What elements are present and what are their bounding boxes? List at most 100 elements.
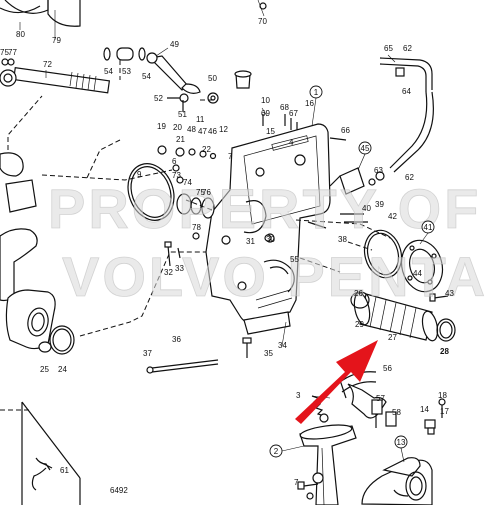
part-label: 26: [354, 289, 363, 298]
part-label: 6: [172, 157, 177, 166]
part-label: 48: [187, 125, 196, 134]
part-label: 65: [384, 44, 393, 53]
red-arrow-indicator: [295, 340, 378, 424]
part-label: 39: [375, 200, 384, 209]
small-hardware-19-48: [157, 145, 217, 184]
part-label: 44: [413, 269, 422, 278]
part-label: 36: [172, 335, 181, 344]
part-label: 43: [445, 289, 454, 298]
part-label: 50: [208, 74, 217, 83]
part-label: 40: [362, 204, 371, 213]
part-label: 64: [402, 87, 411, 96]
tube-part-55: [263, 259, 295, 293]
part-label: 33: [175, 264, 184, 273]
part-label: 61: [60, 466, 69, 475]
o-ring-part-24: [49, 325, 75, 355]
part-label: 66: [341, 126, 350, 135]
part-label: 78: [192, 223, 201, 232]
assembly-dashed-lines: [0, 60, 391, 411]
part-label: 17: [440, 407, 449, 416]
bolt-part-43: [429, 293, 449, 302]
gasket-part-79: [47, 0, 81, 27]
part-label: 73: [172, 171, 181, 180]
part-label: 68: [280, 103, 289, 112]
part-label: 57: [376, 394, 385, 403]
studs-parts-30-33: [164, 234, 272, 267]
part-label: 12: [219, 125, 228, 134]
part-label: 9: [137, 170, 142, 179]
o-ring-part-41: [363, 229, 403, 279]
bolt-part-70: [257, 0, 267, 17]
part-label: 24: [58, 365, 67, 374]
part-label: 80: [16, 30, 25, 39]
part-45-tab: [329, 167, 365, 195]
o-ring-part-9: [127, 163, 175, 221]
bracket-housing-part-16: [205, 123, 331, 324]
foot-part-34: [243, 311, 291, 347]
callout-label-41: 41: [424, 223, 433, 232]
bushing-part-53: [116, 47, 134, 61]
part-label: 51: [178, 110, 187, 119]
o-ring-part-28: [436, 318, 456, 342]
part-label: 75: [196, 188, 205, 197]
part-label: 47: [198, 127, 207, 136]
part-label: 63: [374, 166, 383, 175]
part-label: 54: [104, 67, 113, 76]
part-label: 3: [296, 391, 301, 400]
part-label: 42: [388, 212, 397, 221]
bolt-part-35: [242, 337, 252, 358]
part-label: 11: [196, 115, 205, 124]
pin-parts-52-51: [167, 93, 189, 112]
part-label: 49: [170, 40, 179, 49]
hose-part-62: [379, 54, 433, 92]
top-left-fragment: [0, 0, 56, 40]
part-label: 69: [261, 109, 270, 118]
bellows-part-27: [353, 292, 439, 342]
part-label: 28: [440, 347, 449, 356]
part-label: 70: [258, 17, 267, 26]
part-label: 7: [228, 152, 233, 161]
clamp-part-25: [38, 341, 52, 353]
part-label: 22: [202, 145, 211, 154]
clip-part-71: [31, 457, 53, 491]
part-label: 67: [289, 109, 298, 118]
bolts-parts-66-69: [261, 107, 347, 141]
part-label: 31: [246, 237, 255, 246]
part-label: 34: [278, 341, 287, 350]
part-label: 15: [266, 127, 275, 136]
part-label: 16: [305, 99, 314, 108]
clamp-part-29: [350, 291, 370, 309]
washers-75-77: [1, 58, 15, 66]
washers-part-54: [103, 47, 146, 61]
callout-label-45: 45: [361, 144, 370, 153]
part-label: 77: [8, 48, 17, 57]
part-label: 35: [264, 349, 273, 358]
part-label: 38: [338, 235, 347, 244]
ring-part-50: [207, 92, 219, 104]
part-label: 72: [43, 60, 52, 69]
part-label: 54: [142, 72, 151, 81]
part-label: 10: [261, 96, 270, 105]
callout-label-13: 13: [397, 438, 406, 447]
part-label: 62: [405, 173, 414, 182]
part-number-labels: 80 79 70 75 77 72 49 54 53 54 65 62 64 5…: [0, 17, 454, 495]
part-label: 20: [173, 123, 182, 132]
part-label: 55: [290, 255, 299, 264]
lever-arm-part-49: [146, 47, 201, 94]
part-label: 79: [52, 36, 61, 45]
part-label: 62: [403, 44, 412, 53]
part-label: 46: [208, 127, 217, 136]
muffler-part-13: [361, 457, 433, 505]
circled-labels: 1 45 41 13 2: [269, 85, 435, 463]
part-label: 29: [355, 320, 364, 329]
part-label: 25: [40, 365, 49, 374]
cup-part-10: [234, 70, 252, 89]
part-label: 18: [438, 391, 447, 400]
callout-label-1: 1: [314, 88, 319, 97]
drawing-number: 6492: [110, 486, 128, 495]
shaft-part-72: [0, 66, 111, 94]
part-label: 75: [0, 48, 9, 57]
callout-label-2: 2: [274, 447, 279, 456]
